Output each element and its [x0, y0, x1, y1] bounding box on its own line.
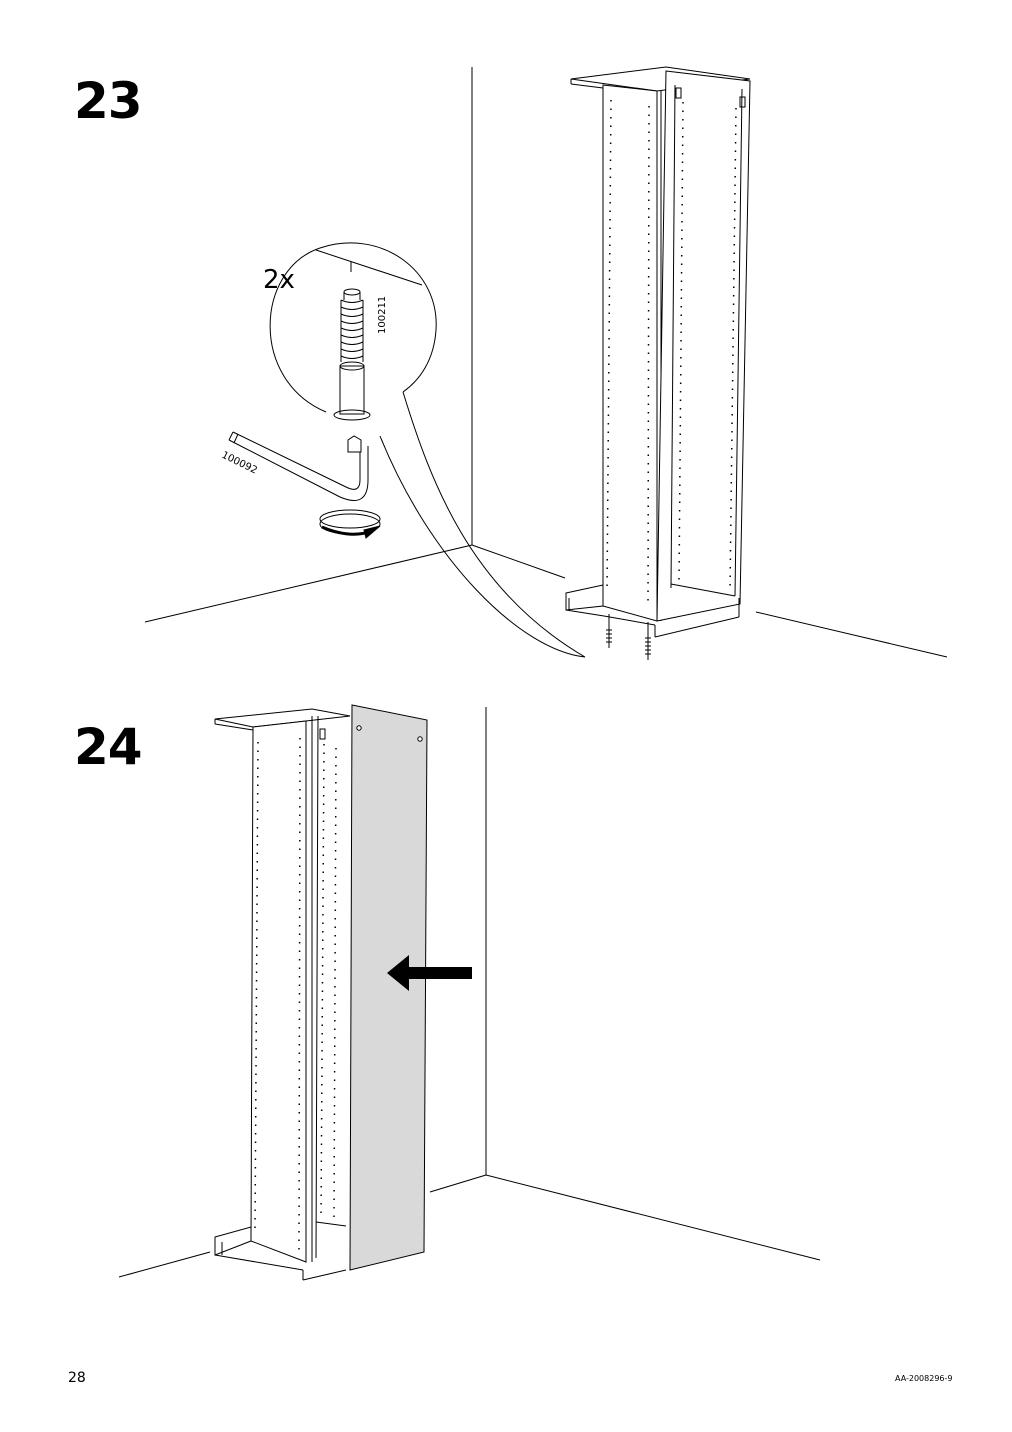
shelf-holes-24: [254, 737, 337, 1251]
part-number-screw: 100211: [377, 296, 388, 334]
cabinet-frame-24: [214, 708, 351, 1281]
quantity-label: 2x: [263, 265, 295, 295]
side-panel: [349, 704, 428, 1271]
step-number-23: 23: [74, 72, 143, 130]
shelf-holes-23: [606, 99, 737, 607]
document-code: AA-2008296-9: [895, 1374, 953, 1383]
arrow-left-icon: [387, 955, 472, 991]
page-number: 28: [68, 1370, 86, 1386]
allen-key-100092: [228, 431, 369, 501]
room-corner-23: [144, 67, 948, 658]
cabinet-frame-23: [565, 66, 751, 660]
detail-callout: [269, 242, 586, 658]
room-corner-24: [118, 707, 821, 1278]
step-number-24: 24: [74, 718, 143, 776]
part-number-key: 100092: [220, 450, 259, 477]
rotate-clockwise-icon: [319, 509, 381, 539]
screw-100211: [333, 288, 371, 421]
